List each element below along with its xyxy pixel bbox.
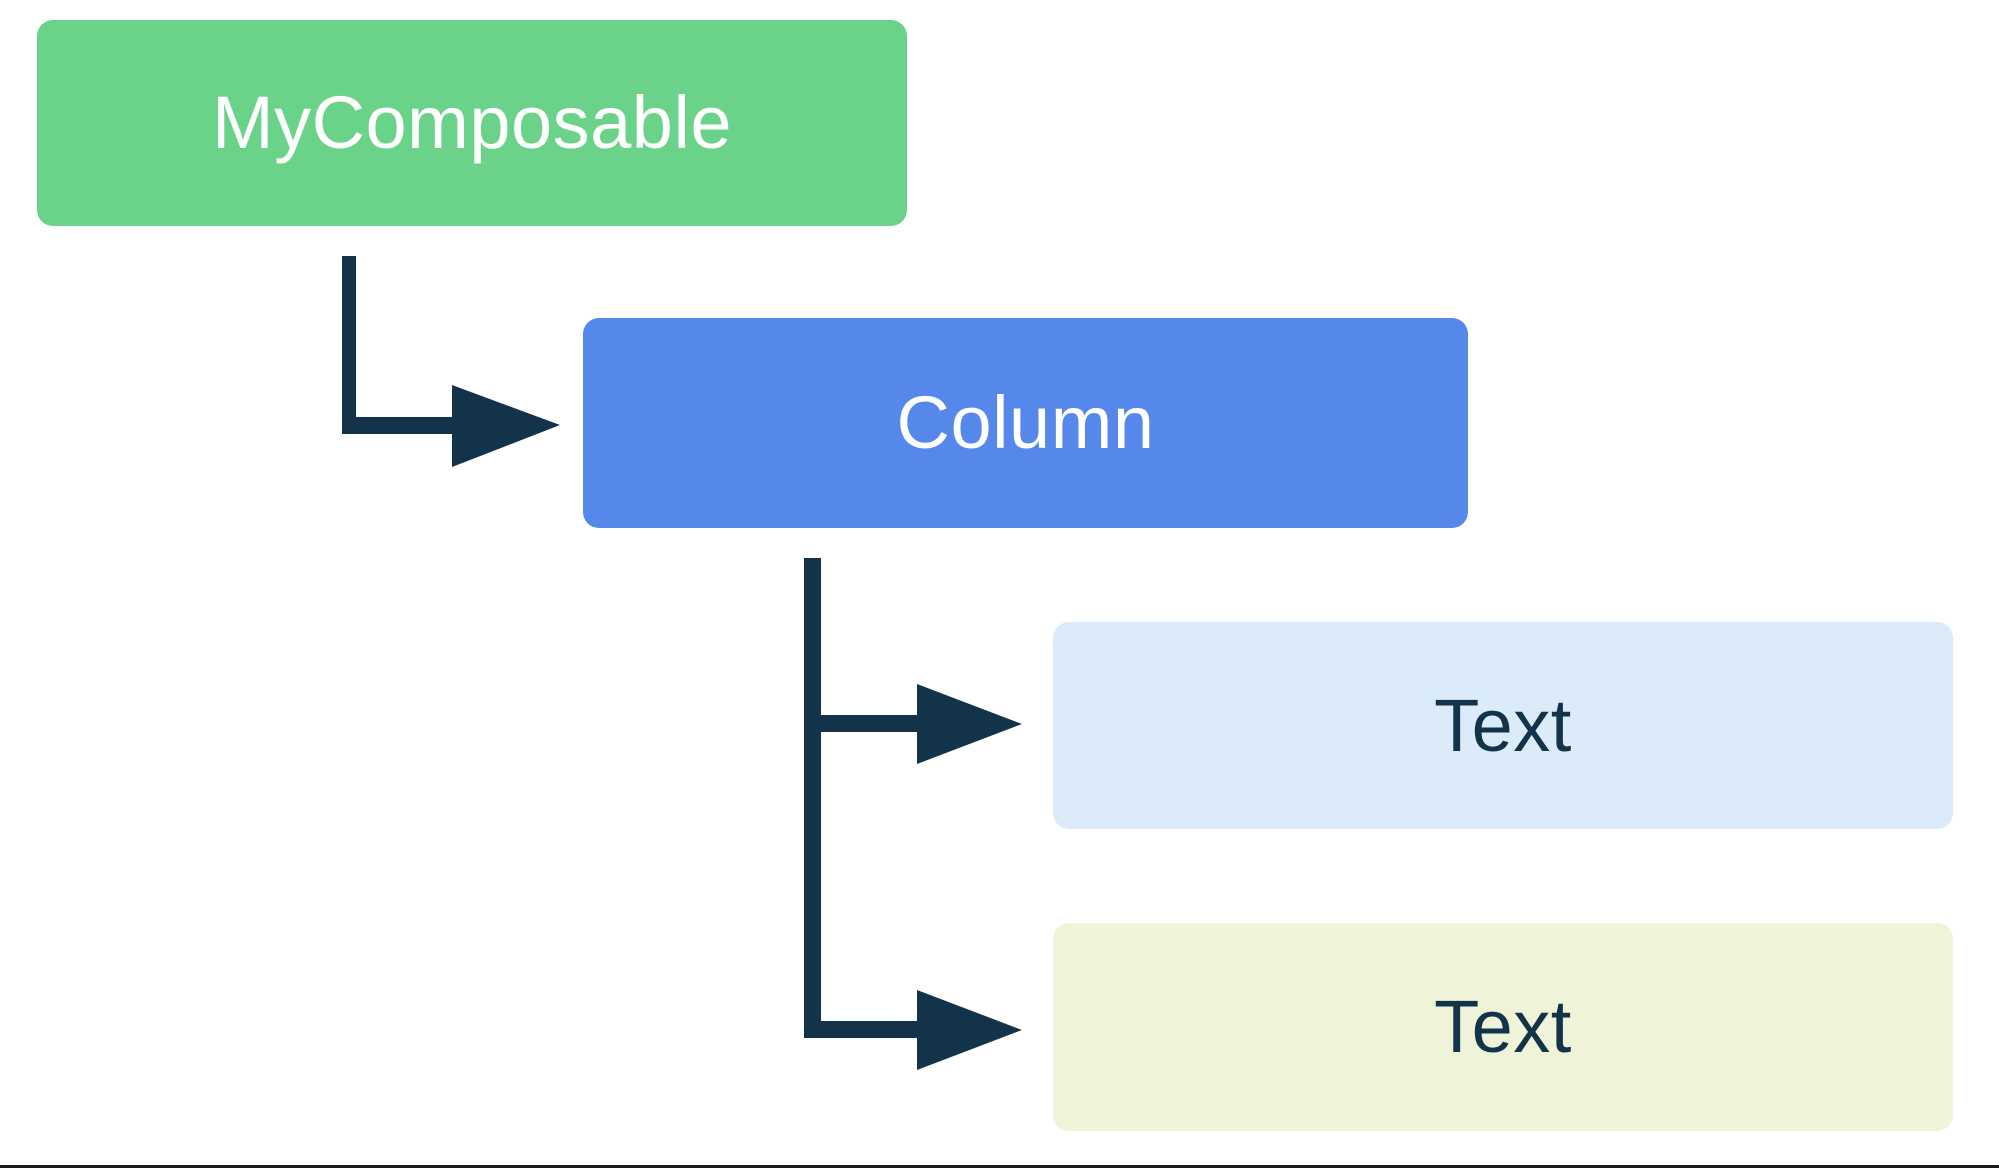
edge-column-to-text-1-arrowhead [917,684,1022,764]
bottom-divider [0,1165,1999,1168]
node-my-composable-label: MyComposable [211,81,733,164]
edge-column-to-text-2-arrowhead [917,990,1022,1070]
edge-column-to-text-1 [804,684,1022,764]
node-text-first[interactable]: Text [1053,622,1953,829]
edge-root-to-column-arrowhead [452,385,560,467]
node-text-second-label: Text [1434,985,1572,1068]
node-column-label: Column [896,381,1155,464]
edge-column-to-text-1-horizontal [804,715,926,732]
edge-column-to-text-2 [804,990,1022,1070]
node-text-first-label: Text [1434,683,1572,767]
edge-root-to-column [342,256,560,467]
node-my-composable[interactable]: MyComposable [37,20,907,226]
edge-column-trunk-vertical [804,558,821,1038]
node-column[interactable]: Column [583,318,1468,528]
edge-root-to-column-horizontal [342,418,460,434]
edge-root-to-column-vertical [342,256,356,434]
edge-column-to-text-2-horizontal [804,1021,926,1038]
node-text-second[interactable]: Text [1053,923,1953,1131]
edge-column-trunk [804,558,821,1038]
